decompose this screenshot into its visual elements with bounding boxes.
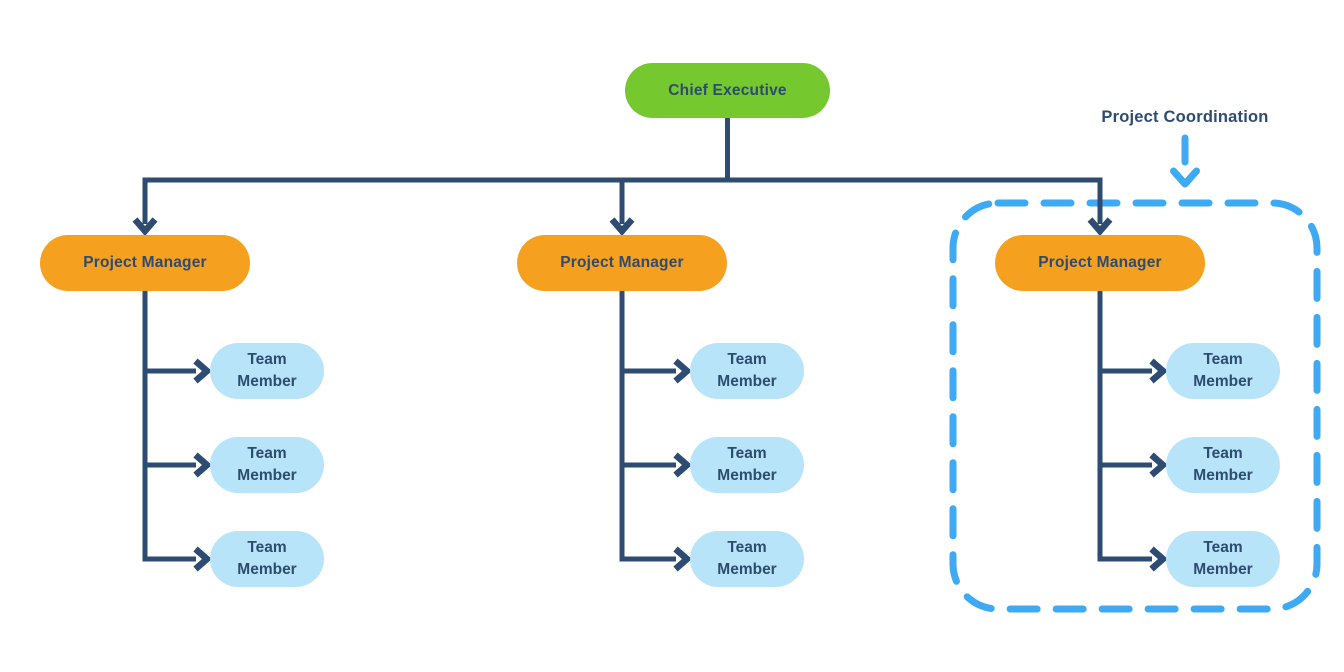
branch-arrowhead-icon xyxy=(193,546,212,572)
node-team-member-1-1: Team Member xyxy=(210,343,324,399)
node-team-member-3-2: Team Member xyxy=(1166,437,1280,493)
node-team-member-3-3: Team Member xyxy=(1166,531,1280,587)
branch-arrowhead-icon xyxy=(1149,546,1168,572)
team-member-label: Team Member xyxy=(717,539,777,578)
drop-arrowhead-icon xyxy=(132,217,158,236)
team-member-label: Team Member xyxy=(237,351,297,390)
node-team-member-1-3: Team Member xyxy=(210,531,324,587)
drop-arrowhead-icon xyxy=(1087,217,1113,236)
team-member-label: Team Member xyxy=(717,445,777,484)
node-team-member-1-2: Team Member xyxy=(210,437,324,493)
team-member-label: Team Member xyxy=(237,539,297,578)
manager3-spine-line xyxy=(1097,291,1152,562)
coordination-zone-outline xyxy=(949,199,1321,613)
coordination-arrow-icon xyxy=(1170,167,1200,188)
manager2-spine-line xyxy=(619,291,676,562)
node-team-member-2-2: Team Member xyxy=(690,437,804,493)
node-team-member-3-1: Team Member xyxy=(1166,343,1280,399)
node-project-manager-2: Project Manager xyxy=(517,235,727,291)
branch-arrowhead-icon xyxy=(673,358,692,384)
branch-arrowhead-icon xyxy=(193,358,212,384)
team-member-label: Team Member xyxy=(237,445,297,484)
branch-arrowhead-icon xyxy=(1149,452,1168,478)
project-coordination-label: Project Coordination xyxy=(1101,108,1269,126)
branch-arrowhead-icon xyxy=(193,452,212,478)
manager1-spine-line xyxy=(142,291,196,562)
team-member-label: Team Member xyxy=(1193,539,1253,578)
drop-arrowhead-icon xyxy=(609,217,635,236)
branch-arrowhead-icon xyxy=(673,546,692,572)
team-member-label: Team Member xyxy=(1193,445,1253,484)
node-team-member-2-3: Team Member xyxy=(690,531,804,587)
branch-arrowhead-icon xyxy=(1149,358,1168,384)
node-chief-executive: Chief Executive xyxy=(625,63,830,118)
node-project-manager-3: Project Manager xyxy=(995,235,1205,291)
node-team-member-2-1: Team Member xyxy=(690,343,804,399)
node-project-manager-1: Project Manager xyxy=(40,235,250,291)
branch-arrowhead-icon xyxy=(673,452,692,478)
team-member-label: Team Member xyxy=(1193,351,1253,390)
team-member-label: Team Member xyxy=(717,351,777,390)
